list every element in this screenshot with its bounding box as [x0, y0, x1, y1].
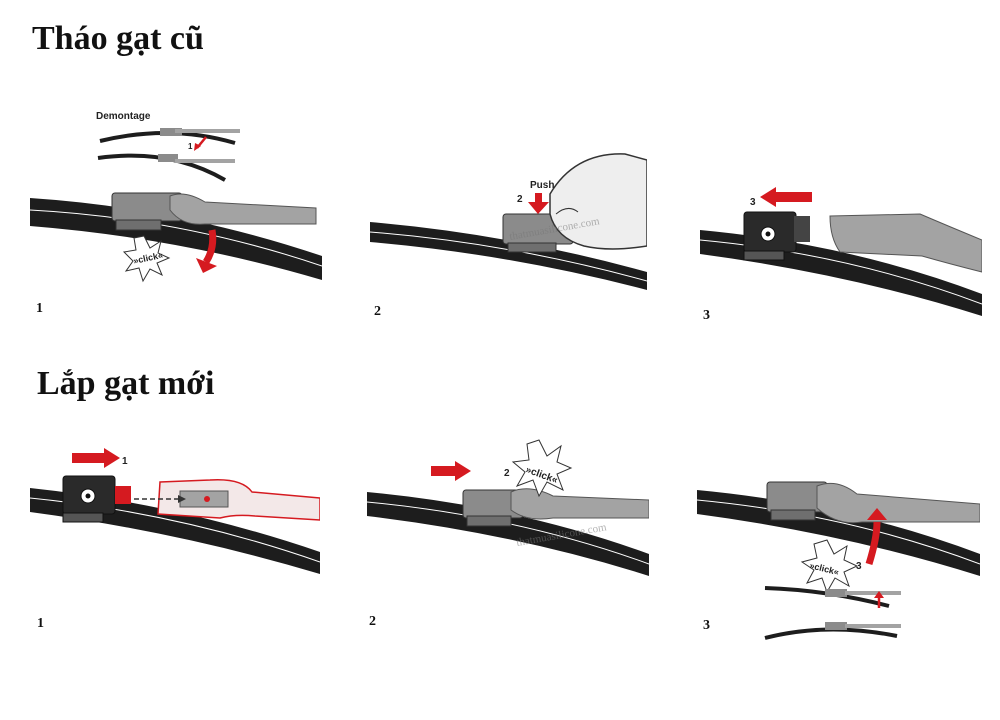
- red-right-arrow: [72, 453, 104, 463]
- push-label: Push: [530, 180, 554, 191]
- small-adapter-top: [160, 128, 182, 136]
- click-burst: [122, 235, 171, 283]
- removal-step-3-number: 3: [703, 308, 710, 323]
- small-arm-bottom: [175, 159, 235, 163]
- install-step-2-illustration: 2 »click« thatmuasilicone.com: [367, 436, 649, 581]
- push-step-label: 2: [517, 194, 523, 205]
- red-up-arrow: [865, 521, 881, 566]
- small-adapter-bottom: [158, 154, 178, 162]
- wiper-blade: [367, 492, 649, 576]
- adapter-red-pin: [115, 486, 131, 504]
- wiper-arm: [829, 213, 982, 273]
- small-arrow-step-label: 1: [188, 142, 193, 151]
- step-3-label: 3: [750, 197, 756, 208]
- step-3-label: 3: [856, 561, 862, 572]
- small-wiper-blade-bottom: [764, 627, 898, 640]
- removal-step-3-illustration: 3: [700, 182, 982, 320]
- install-section-title: Lắp gạt mới: [37, 365, 215, 402]
- wiper-arm-outline: [157, 479, 320, 521]
- install-step-2-number: 2: [369, 614, 376, 629]
- removal-step-2-number: 2: [374, 304, 381, 319]
- step-2-label: 2: [504, 468, 510, 479]
- install-step-3-number: 3: [703, 618, 710, 633]
- install-step-1-illustration: 1: [30, 440, 320, 580]
- red-left-arrow: [774, 192, 812, 202]
- wiper-arm: [169, 193, 317, 225]
- demontage-label: Demontage: [96, 111, 151, 122]
- removal-step-1-illustration: Demontage 1 »click«: [30, 98, 322, 294]
- wiper-blade: [30, 198, 322, 280]
- removal-step-2-illustration: Push 2 thatmuasilicone.com: [370, 150, 647, 290]
- step-1-label: 1: [122, 456, 128, 467]
- install-step-3-illustration: 3 »click«: [697, 468, 980, 646]
- removal-step-1-number: 1: [36, 301, 43, 316]
- red-push-arrow: [535, 193, 542, 203]
- small-arm-top: [175, 129, 240, 133]
- wiper-arm: [816, 482, 980, 524]
- red-right-arrow: [431, 466, 455, 476]
- red-down-arrow: [202, 229, 217, 264]
- wiper-arm: [510, 488, 649, 520]
- hand: [549, 153, 647, 250]
- click-burst: [511, 439, 573, 498]
- click-burst: [800, 539, 859, 594]
- removal-section-title: Tháo gạt cũ: [32, 20, 204, 57]
- install-step-1-number: 1: [37, 616, 44, 631]
